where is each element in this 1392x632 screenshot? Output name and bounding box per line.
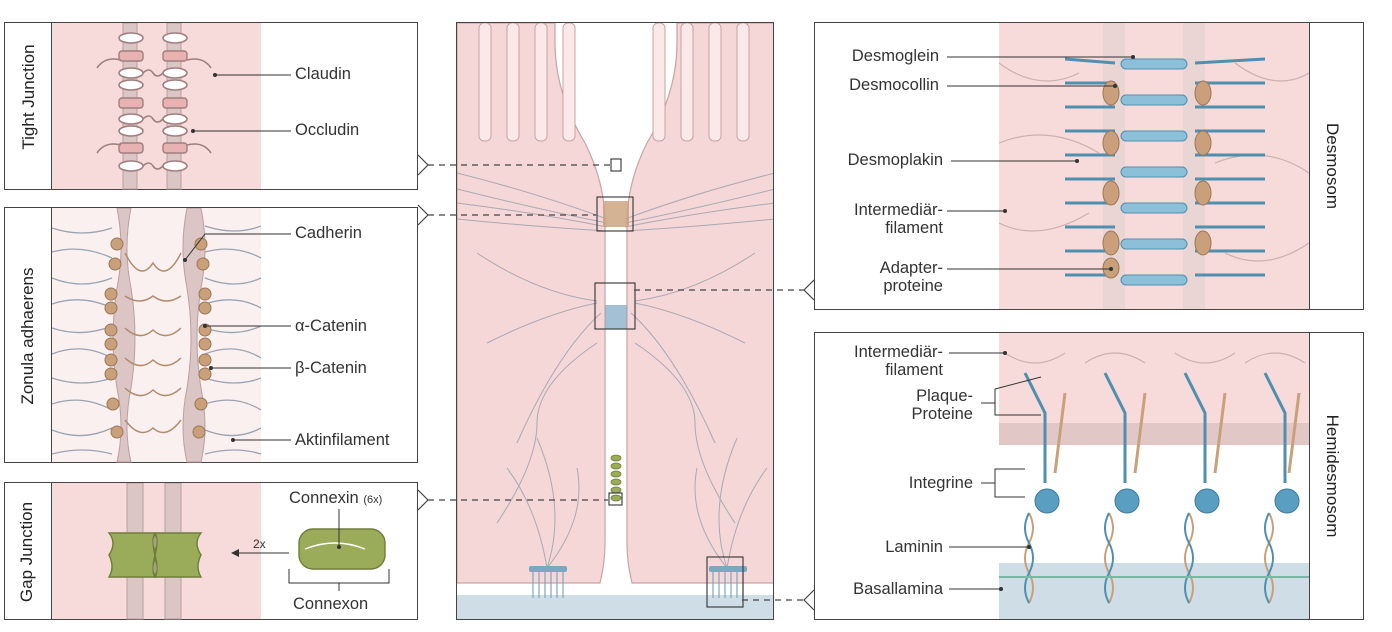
tight-junction-divider [51,23,52,189]
zonula-adhaerens-panel: Zonula adhaerens [4,207,418,463]
gap-junction-panel: Gap Junction Connexin (6x) Connexon 2x [4,482,418,620]
epithelium-overview-illustration [457,23,773,619]
desmoglein-label: Desmoglein [851,47,939,65]
zonula-adhaerens-illustration [51,208,291,463]
desmoplakin-label: Desmoplakin [847,151,943,169]
desmosom-title: Desmosom [1323,123,1342,209]
desmocollin-label: Desmocollin [849,76,939,94]
desmosom-panel: Desmosom [814,22,1364,310]
hemidesmosom-intermediaer-label-2: filament [885,361,943,379]
beta-catenin-label: β-Catenin [295,359,367,377]
connexon-label: Connexon [293,595,369,613]
alpha-catenin-label: α-Catenin [295,317,367,335]
aktinfilament-label: Aktinfilament [295,431,390,449]
tight-junction-panel: Tight Junction Claudin O [4,22,418,190]
plaque-label-1: Plaque- [916,387,973,405]
plaque-label-2: Proteine [911,405,973,423]
hemidesmosom-intermediaer-label-1: Intermediär- [854,343,943,361]
connexin-label: Connexin (6x) [289,489,382,510]
hemidesmosom-illustration [949,333,1309,619]
basallamina-label: Basallamina [853,580,943,598]
hemidesmosom-panel: Hemidesmosom [814,332,1364,620]
zonula-adhaerens-divider [51,208,52,462]
integrine-label: Integrine [908,474,973,492]
desmosom-intermediaer-label-1: Intermediär- [854,201,943,219]
laminin-label: Laminin [885,538,943,556]
connexin-text: Connexin [289,489,359,507]
desmosom-illustration [947,23,1309,309]
tight-junction-illustration [96,23,291,190]
hemidesmosom-title: Hemidesmosom [1323,414,1342,538]
claudin-label: Claudin [295,65,351,83]
occludin-label: Occludin [295,121,360,139]
epithelium-overview-panel [456,22,774,620]
hemidesmosom-divider [1309,333,1310,619]
cadherin-label: Cadherin [295,224,362,242]
desmosom-divider [1309,23,1310,309]
adapter-label-2: proteine [883,277,943,295]
multiplier-label: 2x [253,537,266,551]
connexin-count: (6x) [363,494,383,506]
tight-junction-bg [52,23,261,189]
desmosom-intermediaer-label-2: filament [885,219,943,237]
adapter-label-1: Adapter- [879,259,943,277]
gap-junction-divider [51,483,52,619]
gap-junction-illustration [52,483,390,620]
